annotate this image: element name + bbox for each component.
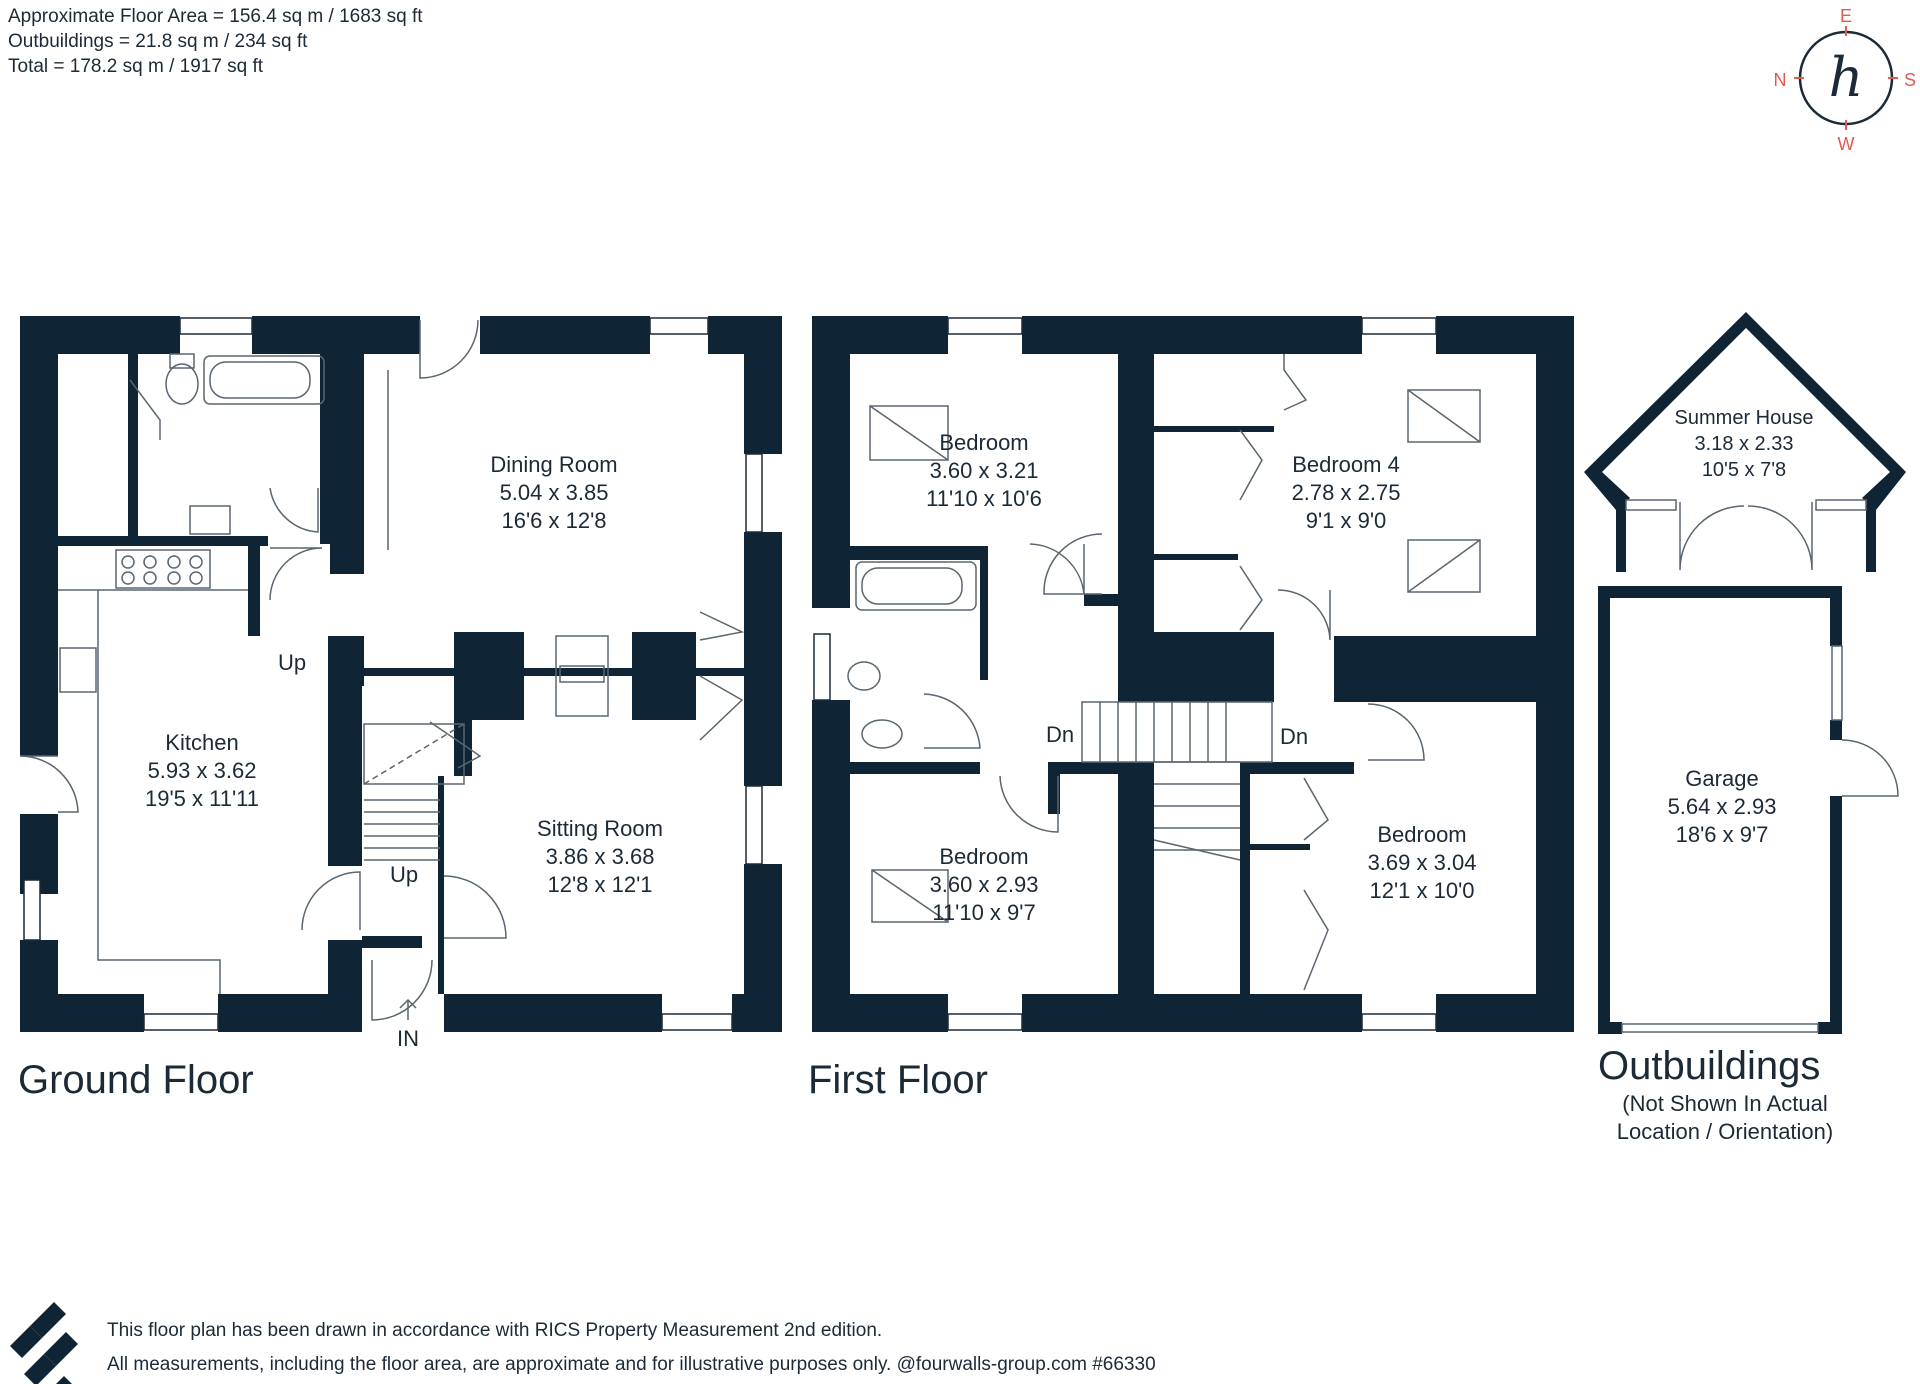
room-label-bedroom-nw: Bedroom 3.60 x 3.21 11'10 x 10'6 <box>926 430 1042 511</box>
room-metric: 5.64 x 2.93 <box>1668 794 1777 819</box>
room-label-bedroom-4: Bedroom 4 2.78 x 2.75 9'1 x 9'0 <box>1292 452 1401 533</box>
room-name: Bedroom <box>939 430 1028 455</box>
room-name: Garage <box>1685 766 1758 791</box>
room-name: Bedroom 4 <box>1292 452 1400 477</box>
hob-icon <box>115 549 211 589</box>
floor-area-text: Approximate Floor Area = 156.4 sq m / 16… <box>8 6 423 27</box>
room-metric: 3.18 x 2.33 <box>1695 433 1794 455</box>
room-imperial: 16'6 x 12'8 <box>501 508 606 533</box>
room-imperial: 9'1 x 9'0 <box>1306 508 1387 533</box>
velux-icon <box>869 405 949 461</box>
outbuildings-note: (Not Shown In Actual Location / Orientat… <box>1594 1090 1856 1146</box>
room-imperial: 12'1 x 10'0 <box>1369 878 1474 903</box>
ground-floor-title: Ground Floor <box>18 1058 254 1102</box>
ground-floor-walls <box>20 316 782 1032</box>
room-metric: 5.93 x 3.62 <box>148 758 257 783</box>
room-name: Bedroom <box>1377 822 1466 847</box>
fireplace-icon <box>555 635 609 717</box>
room-imperial: 10'5 x 7'8 <box>1702 459 1786 481</box>
cupboard-under-stairs <box>363 723 465 785</box>
compass-n: N <box>1774 70 1787 90</box>
first-floor-walls <box>812 316 1574 1032</box>
bath-icon <box>203 355 325 405</box>
stairs-down-label: Dn <box>1046 722 1074 747</box>
basin-icon <box>189 505 231 535</box>
room-metric: 2.78 x 2.75 <box>1292 480 1401 505</box>
footer-line-1: This floor plan has been drawn in accord… <box>107 1320 883 1341</box>
ground-floor-windows <box>23 317 763 1031</box>
ground-floor-fixtures <box>19 319 745 1021</box>
outbuildings-plan <box>1584 312 1906 1034</box>
stairs-up-label: Up <box>278 650 306 675</box>
room-label-sitting: Sitting Room 3.86 x 3.68 12'8 x 12'1 <box>537 816 663 897</box>
stairs-down-label-2: Dn <box>1280 724 1308 749</box>
toilet-icon <box>165 363 199 405</box>
outbuildings-note-line1: (Not Shown In Actual <box>1622 1091 1828 1116</box>
compass: E W N S h <box>1774 6 1917 154</box>
room-imperial: 11'10 x 9'7 <box>932 900 1035 925</box>
velux-icon-3 <box>1407 539 1481 593</box>
summer-house-roof-walls <box>1584 312 1906 510</box>
room-imperial: 19'5 x 11'11 <box>145 786 259 811</box>
outbuildings-note-line2: Location / Orientation) <box>1616 1119 1834 1144</box>
compass-logo: h <box>1829 46 1864 109</box>
first-floor-windows <box>813 317 1437 1031</box>
velux-icon-2 <box>1407 389 1481 443</box>
room-label-kitchen: Kitchen 5.93 x 3.62 19'5 x 11'11 <box>145 730 259 811</box>
basin-icon <box>847 661 881 691</box>
outbuildings-area-text: Outbuildings = 21.8 sq m / 234 sq ft <box>8 31 308 52</box>
velux-icon-4 <box>871 869 949 923</box>
total-area-text: Total = 178.2 sq m / 1917 sq ft <box>8 56 264 77</box>
first-floor-plan <box>812 316 1574 1032</box>
room-labels: Dining Room 5.04 x 3.85 16'6 x 12'8 Kitc… <box>145 407 1813 1051</box>
door-swing <box>419 319 479 379</box>
room-imperial: 18'6 x 9'7 <box>1676 822 1769 847</box>
room-name: Bedroom <box>939 844 1028 869</box>
room-metric: 5.04 x 3.85 <box>500 480 609 505</box>
room-label-bedroom-se: Bedroom 3.69 x 3.04 12'1 x 10'0 <box>1368 822 1477 903</box>
footer-line-2: All measurements, including the floor ar… <box>107 1354 1156 1375</box>
entrance-arrow-icon <box>399 998 417 1020</box>
first-floor-title: First Floor <box>808 1058 988 1102</box>
room-imperial: 12'8 x 12'1 <box>547 872 652 897</box>
room-label-dining: Dining Room 5.04 x 3.85 16'6 x 12'8 <box>490 452 617 533</box>
room-metric: 3.60 x 3.21 <box>930 458 1039 483</box>
room-metric: 3.60 x 2.93 <box>930 872 1039 897</box>
first-stairs <box>1081 701 1273 861</box>
ground-floor-plan <box>19 316 782 1032</box>
room-name: Dining Room <box>490 452 617 477</box>
room-name: Sitting Room <box>537 816 663 841</box>
area-summary: Approximate Floor Area = 156.4 sq m / 16… <box>8 4 423 79</box>
stairs-up-label-2: Up <box>390 862 418 887</box>
room-imperial: 11'10 x 10'6 <box>926 486 1042 511</box>
compass-e: E <box>1840 6 1852 26</box>
room-label-summer-house: Summer House 3.18 x 2.33 10'5 x 7'8 <box>1675 407 1814 481</box>
entrance-label: IN <box>397 1026 419 1051</box>
outbuildings-walls <box>1584 312 1906 1034</box>
room-name: Summer House <box>1675 407 1814 429</box>
room-label-bedroom-sw: Bedroom 3.60 x 2.93 11'10 x 9'7 <box>930 844 1039 925</box>
outbuildings-title: Outbuildings <box>1598 1044 1821 1088</box>
compass-w: W <box>1838 134 1855 154</box>
first-floor-fixtures <box>847 354 1481 991</box>
outbuildings-fixtures <box>1621 499 1899 1033</box>
compass-s: S <box>1904 70 1916 90</box>
sink-icon <box>59 647 97 693</box>
ground-stairs <box>364 799 440 861</box>
room-metric: 3.69 x 3.04 <box>1368 850 1477 875</box>
kitchen-worktop <box>58 589 221 994</box>
room-metric: 3.86 x 3.68 <box>546 844 655 869</box>
room-label-garage: Garage 5.64 x 2.93 18'6 x 9'7 <box>1668 766 1777 847</box>
fourwalls-logo-icon <box>10 1302 78 1384</box>
bath-icon <box>855 561 977 611</box>
room-name: Kitchen <box>165 730 238 755</box>
toilet-icon <box>861 719 903 749</box>
